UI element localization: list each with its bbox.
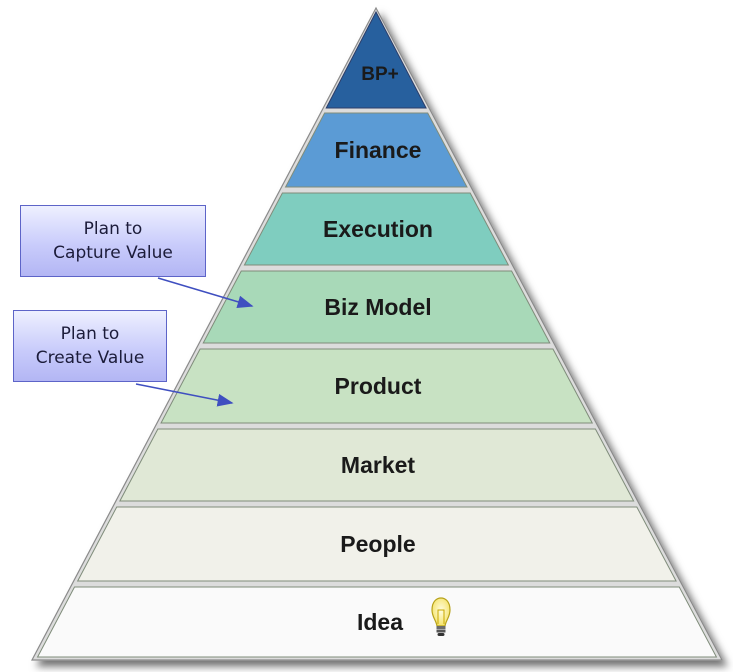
tier-label-execution: Execution — [323, 216, 433, 242]
tier-shape-execution — [243, 192, 510, 266]
tier-label-market: Market — [341, 452, 415, 478]
callout-create-line1: Plan to — [60, 324, 120, 344]
tier-label-bp-plus: BP+ — [361, 64, 399, 85]
tier-shape-idea — [36, 586, 718, 658]
callout-create-line2: Create Value — [35, 348, 145, 368]
light-bulb-icon — [431, 597, 451, 636]
capture-value-arrow — [157, 277, 254, 309]
tier-label-idea: Idea — [357, 609, 403, 635]
create-value-arrow — [135, 383, 234, 407]
tier-shape-finance — [284, 112, 468, 188]
tier-shape-market — [119, 428, 635, 502]
tier-label-biz-model: Biz Model — [324, 294, 431, 320]
callout-capture-line1: Plan to — [83, 219, 143, 239]
tier-label-people: People — [340, 531, 415, 557]
tier-label-finance: Finance — [335, 137, 422, 163]
plan-create-value-callout: Plan to Create Value — [13, 310, 167, 382]
tier-shape-bp-plus — [325, 10, 427, 109]
tier-shape-biz-model — [202, 270, 551, 344]
plan-capture-value-callout: Plan to Capture Value — [20, 205, 206, 277]
tier-shape-people — [76, 506, 677, 582]
tier-label-product: Product — [335, 373, 422, 399]
callout-capture-line2: Capture Value — [53, 243, 173, 263]
tier-shape-product — [160, 348, 594, 424]
